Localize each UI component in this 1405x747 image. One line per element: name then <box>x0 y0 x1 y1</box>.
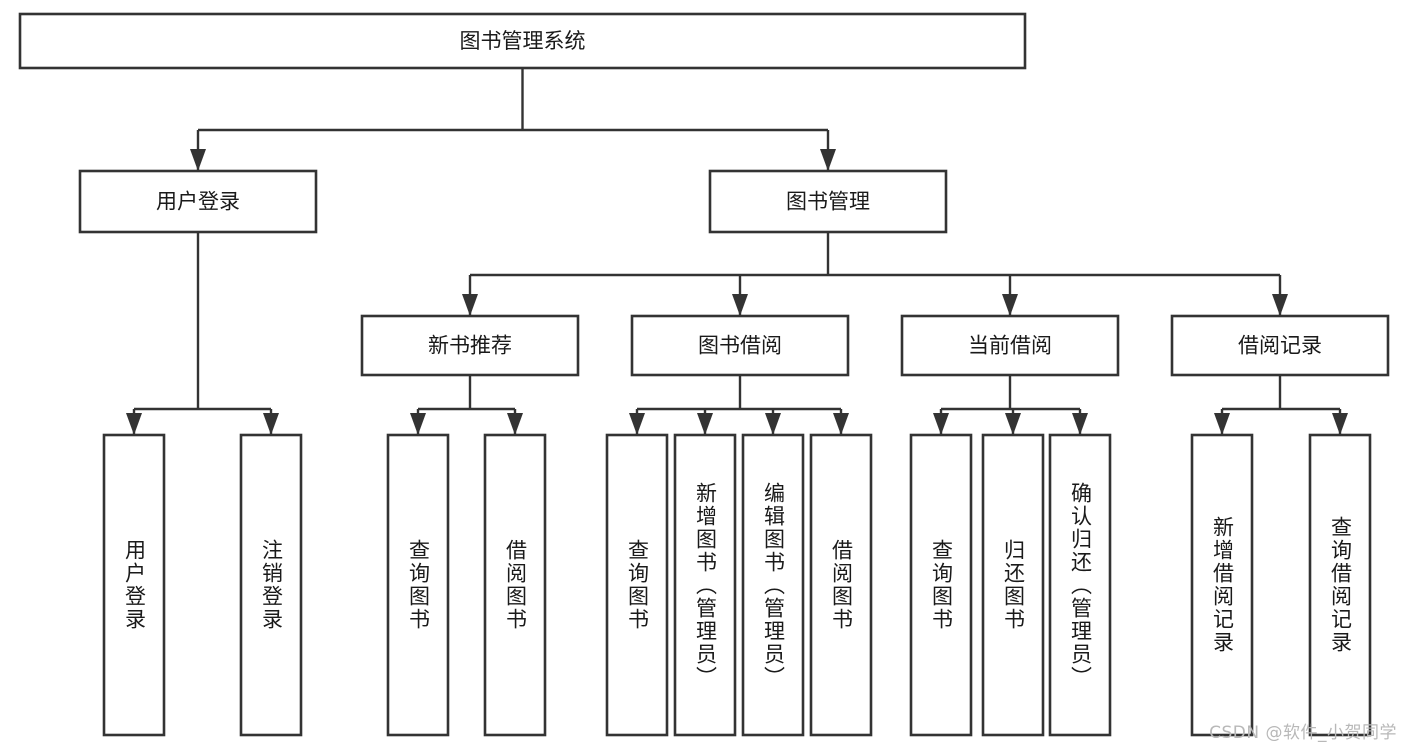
connector-layer <box>126 68 1348 435</box>
node-box-book-borrow[interactable] <box>630 314 850 377</box>
node-label-root: 图书管理系统 <box>460 29 586 53</box>
arrow-head-icon <box>1005 413 1021 435</box>
arrow-head-icon <box>507 413 523 435</box>
node-box-leaf-return-book[interactable] <box>981 433 1045 737</box>
arrow-head-icon <box>1332 413 1348 435</box>
node-box-leaf-edit-book[interactable] <box>741 433 805 737</box>
arrow-head-icon <box>1002 294 1018 316</box>
arrow-head-icon <box>820 149 836 171</box>
node-box-leaf-confirm-return[interactable] <box>1048 433 1112 737</box>
arrow-head-icon <box>1214 413 1230 435</box>
node-box-leaf-borrow-book[interactable] <box>809 433 873 737</box>
node-label-borrow-record: 借阅记录 <box>1238 334 1322 358</box>
node-box-leaf-query-book-borrow[interactable] <box>605 433 669 737</box>
node-box-borrow-record[interactable] <box>1170 314 1390 377</box>
node-box-layer <box>18 12 1390 737</box>
node-box-new-book-recommend[interactable] <box>360 314 580 377</box>
arrow-head-icon <box>765 413 781 435</box>
node-label-user-login: 用户登录 <box>156 190 240 214</box>
node-box-leaf-add-borrow-record[interactable] <box>1190 433 1254 737</box>
node-box-leaf-user-login[interactable] <box>102 433 166 737</box>
node-box-current-borrow[interactable] <box>900 314 1120 377</box>
arrow-head-icon <box>410 413 426 435</box>
arrow-head-icon <box>126 413 142 435</box>
arrow-head-icon <box>732 294 748 316</box>
arrow-head-icon <box>697 413 713 435</box>
node-box-user-login[interactable] <box>78 169 318 234</box>
node-label-book-manage: 图书管理 <box>786 190 870 214</box>
arrow-head-icon <box>263 413 279 435</box>
arrow-head-icon <box>1072 413 1088 435</box>
node-box-leaf-query-borrow-record[interactable] <box>1308 433 1372 737</box>
node-box-book-manage[interactable] <box>708 169 948 234</box>
arrow-head-icon <box>462 294 478 316</box>
node-label-book-borrow: 图书借阅 <box>698 334 782 358</box>
node-box-root[interactable] <box>18 12 1027 70</box>
node-box-leaf-query-book-recommend[interactable] <box>386 433 450 737</box>
arrow-head-icon <box>833 413 849 435</box>
arrow-head-icon <box>190 149 206 171</box>
arrow-head-icon <box>629 413 645 435</box>
node-box-leaf-borrow-book-recommend[interactable] <box>483 433 547 737</box>
node-box-leaf-query-book-current[interactable] <box>909 433 973 737</box>
watermark: CSDN @软件_小贺同学 <box>1209 723 1397 743</box>
node-box-leaf-user-logout[interactable] <box>239 433 303 737</box>
node-label-new-book-recommend: 新书推荐 <box>428 334 512 358</box>
arrow-head-icon <box>1272 294 1288 316</box>
node-label-current-borrow: 当前借阅 <box>968 334 1052 358</box>
node-box-leaf-add-book[interactable] <box>673 433 737 737</box>
arrow-head-icon <box>933 413 949 435</box>
